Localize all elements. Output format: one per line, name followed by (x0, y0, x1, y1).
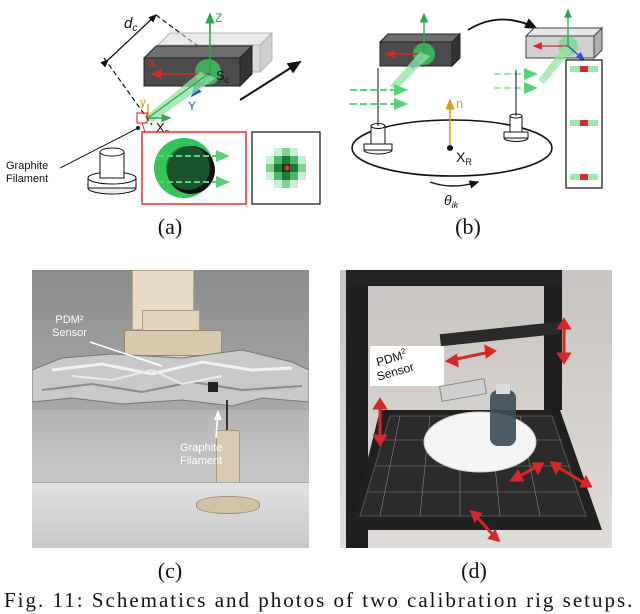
axis-y-label: Y (188, 99, 196, 113)
figure-caption: Fig. 11: Schematics and photos of two ca… (4, 588, 635, 612)
sensor-origin-label: Sc (216, 68, 230, 85)
svg-text:y: y (140, 95, 146, 109)
scan-strip (565, 59, 603, 189)
photo-c: PDM² Sensor Graphite Filament (32, 270, 309, 548)
graphite-filament-label-c: Graphite Filament (180, 442, 223, 467)
foil-wrapped-sensor (32, 349, 309, 407)
panel-a-label: (a) (157, 214, 183, 239)
graphite-filament-holder (87, 147, 137, 195)
normal-label: n (456, 96, 463, 111)
rotation-transfer-arrow (467, 18, 538, 31)
sensor-left (378, 12, 462, 90)
dc-label: dc (124, 15, 137, 34)
dc-dimension-line (100, 14, 157, 68)
angle-label: θik (444, 192, 459, 210)
sensor-beam (146, 72, 216, 122)
filament-holder-left (363, 68, 393, 155)
photo-d: PDM2 Sensor (340, 270, 612, 548)
panel-a-diagram: Z X Y Sc Xc y dc (60, 11, 321, 205)
axis-x-label: X (148, 56, 156, 70)
printer-bed (350, 384, 602, 530)
pdm-sensor-label-c: PDM² Sensor (52, 314, 87, 339)
pixel-response-grid (251, 131, 321, 205)
filament-holder-right (503, 70, 529, 142)
panel-b-label: (b) (455, 214, 481, 239)
panel-b-diagram: n XR θik (350, 8, 604, 210)
graphite-filament-label-a: Graphite Filament (6, 160, 49, 185)
sensor-right (524, 8, 604, 84)
axis-z-label: Z (215, 11, 222, 25)
panel-c-label: (c) (157, 558, 183, 583)
rotation-center-label: XR (456, 149, 472, 167)
motion-arrow (239, 60, 302, 101)
panel-a-label-fix (0, 0, 1, 1)
panel-d-label: (d) (461, 558, 487, 583)
turntable (351, 119, 553, 177)
motion-arrows-d (372, 317, 593, 543)
